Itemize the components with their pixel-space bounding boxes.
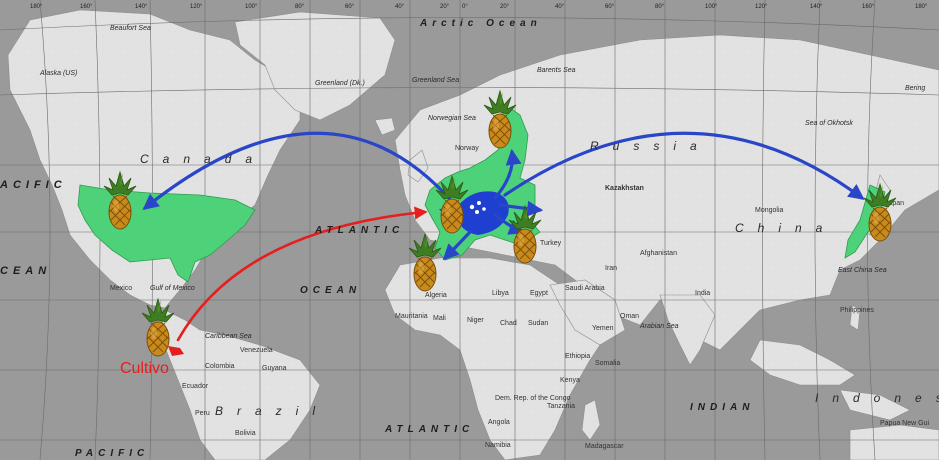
- country-label: Egypt: [530, 290, 548, 297]
- country-label: Somalia: [595, 360, 620, 367]
- region-label: Canada: [140, 152, 266, 166]
- tick-label: 160°: [80, 4, 93, 10]
- tick-label: 120°: [190, 4, 203, 10]
- sea-label: Norwegian Sea: [428, 115, 476, 122]
- country-label: Norway: [455, 145, 479, 152]
- longitude-ticks: 180° 160° 140° 120° 100° 80° 60° 40° 20°…: [30, 4, 928, 10]
- sea-label: Beaufort Sea: [110, 25, 151, 32]
- tick-label: 60°: [345, 4, 355, 10]
- country-label: Turkey: [540, 240, 562, 247]
- country-label: India: [695, 290, 710, 297]
- country-label: Niger: [467, 317, 484, 324]
- tick-label: 20°: [440, 4, 450, 10]
- country-label: Venezuela: [240, 347, 273, 354]
- tick-label: 0°: [462, 4, 468, 10]
- country-label: Sudan: [528, 320, 548, 327]
- country-label: Dem. Rep. of the Congo: [495, 395, 571, 402]
- country-labels: Mexico Algeria Libya Egypt Mali Niger Ch…: [110, 145, 929, 450]
- origin-label: Cultivo: [120, 360, 169, 377]
- region-label: Brazil: [215, 404, 329, 418]
- tick-label: 80°: [655, 4, 665, 10]
- tick-label: 100°: [245, 4, 258, 10]
- sea-label: Barents Sea: [537, 67, 576, 74]
- country-label: Tanzania: [547, 403, 575, 410]
- tick-label: 40°: [555, 4, 565, 10]
- country-label: Yemen: [592, 325, 614, 332]
- country-label: Papua New Gui: [880, 420, 929, 427]
- region-label: China: [735, 221, 836, 235]
- tick-label: 60°: [605, 4, 615, 10]
- ocean-label: ACIFIC: [0, 179, 67, 191]
- tick-label: 140°: [810, 4, 823, 10]
- region-label: Kazakhstan: [605, 185, 644, 192]
- tick-label: 140°: [135, 4, 148, 10]
- route-origin-to-europe: [176, 206, 428, 342]
- country-label: Angola: [488, 419, 510, 426]
- route-to-iberia: [442, 230, 472, 261]
- country-label: Peru: [195, 410, 210, 417]
- country-label: Mauritania: [395, 313, 428, 320]
- route-to-japan: [503, 131, 865, 200]
- ocean-label: ATLANTIC: [384, 424, 474, 435]
- country-label: Japan: [885, 200, 904, 207]
- country-label: Namibia: [485, 442, 511, 449]
- ocean-label: CEAN: [0, 265, 51, 277]
- tick-label: 80°: [295, 4, 305, 10]
- country-label: Ecuador: [182, 383, 209, 390]
- country-label: Mongolia: [755, 207, 784, 214]
- country-label: Algeria: [425, 292, 447, 299]
- tick-label: 160°: [862, 4, 875, 10]
- tick-label: 180°: [915, 4, 928, 10]
- country-label: Iran: [605, 265, 617, 272]
- sea-label: Caribbean Sea: [205, 333, 252, 340]
- costa-rica-highlight: [168, 346, 184, 356]
- country-label: Mali: [433, 315, 446, 322]
- sea-labels: Beaufort Sea Greenland (Dk.) Greenland S…: [39, 25, 925, 340]
- landmasses: [7, 9, 939, 461]
- ocean-label: ATLANTIC: [314, 225, 404, 236]
- sea-label: Sea of Okhotsk: [805, 120, 853, 127]
- tick-label: 120°: [755, 4, 768, 10]
- sea-label: East China Sea: [838, 267, 887, 274]
- route-to-east-europe: [498, 200, 544, 217]
- sea-label: Gulf of Mexico: [150, 285, 195, 292]
- country-label: Saudi Arabia: [565, 285, 605, 292]
- country-label: Ethiopia: [565, 353, 590, 360]
- tick-label: 20°: [500, 4, 510, 10]
- country-label: Madagascar: [585, 443, 624, 450]
- country-label: Oman: [620, 313, 639, 320]
- ocean-labels: Arctic Ocean ATLANTIC OCEAN ATLANTIC IND…: [0, 18, 754, 459]
- region-label: Indonesia: [815, 391, 939, 405]
- tick-label: 100°: [705, 4, 718, 10]
- country-label: Bolivia: [235, 430, 256, 437]
- sea-label: Alaska (US): [39, 70, 77, 77]
- region-labels: Canada Russia Brazil China Indonesia Kaz…: [140, 139, 939, 418]
- sea-label: Arabian Sea: [639, 323, 679, 330]
- origin-route: [176, 206, 428, 342]
- sea-label: Greenland Sea: [412, 77, 459, 84]
- country-label: Colombia: [205, 363, 235, 370]
- country-label: Libya: [492, 290, 509, 297]
- country-label: Philippines: [840, 307, 874, 314]
- tick-label: 40°: [395, 4, 405, 10]
- country-label: Afghanistan: [640, 250, 677, 257]
- country-label: Chad: [500, 320, 517, 327]
- sea-label: Greenland (Dk.): [315, 80, 365, 87]
- country-label: Mexico: [110, 285, 132, 292]
- export-routes: [142, 131, 865, 261]
- country-label: Kenya: [560, 377, 580, 384]
- tick-label: 180°: [30, 4, 43, 10]
- ocean-label: PACIFIC: [75, 448, 149, 459]
- ocean-label: Arctic Ocean: [419, 18, 542, 29]
- ocean-label: INDIAN: [690, 402, 754, 413]
- route-to-scandinavia: [493, 148, 522, 200]
- ocean-label: OCEAN: [300, 285, 361, 296]
- country-label: Guyana: [262, 365, 287, 372]
- sea-label: Bering: [905, 85, 925, 92]
- distribution-hub: [455, 191, 509, 235]
- route-to-usa: [142, 131, 457, 210]
- region-label: Russia: [590, 139, 711, 153]
